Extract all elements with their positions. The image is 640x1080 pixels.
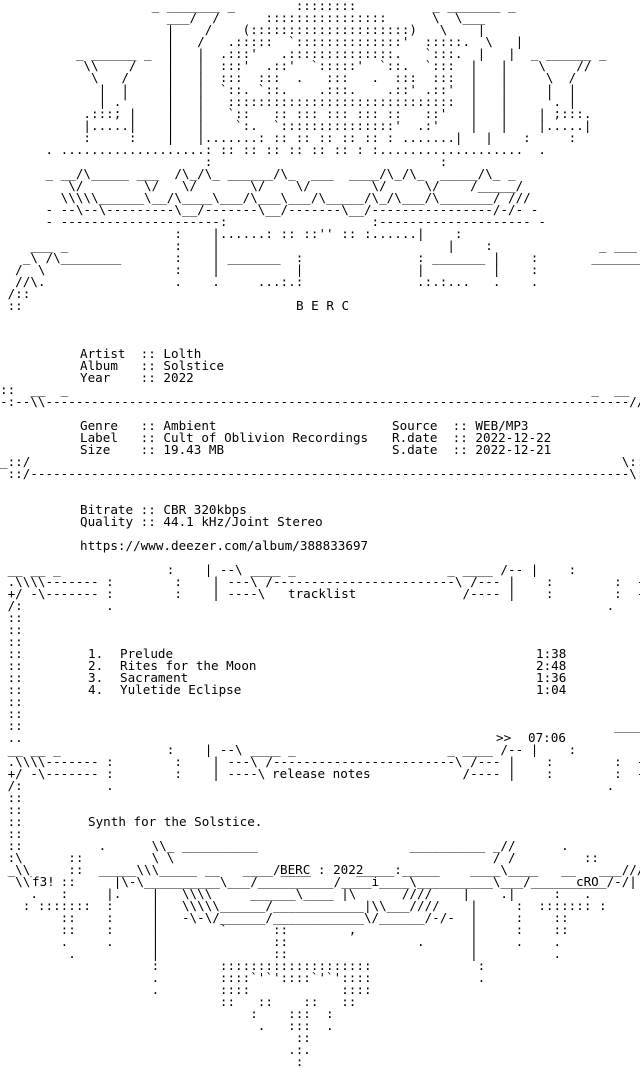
track-num: 1. xyxy=(88,646,104,661)
size-value: 19.43 MB xyxy=(163,442,225,457)
track-num: 2. xyxy=(88,658,104,673)
quality-label: Quality xyxy=(80,514,134,529)
label-row: Label :: Cult of Oblivion Recordings xyxy=(80,430,369,445)
genre-label: Genre xyxy=(80,418,118,433)
track-title: Prelude xyxy=(120,646,174,661)
separator: :: xyxy=(133,502,164,517)
track-time: 1:36 xyxy=(536,670,567,685)
artist-value: Lolth xyxy=(163,346,202,361)
footer-credit: BERC : 2022 xyxy=(280,862,364,877)
separator: :: xyxy=(117,430,164,445)
separator: :: xyxy=(117,418,164,433)
track-time: 1:38 xyxy=(536,646,567,661)
separator: :: xyxy=(110,370,164,385)
track-time: 1:04 xyxy=(536,682,567,697)
rdate-value: 2022-12-22 xyxy=(475,430,552,445)
year-value: 2022 xyxy=(163,370,194,385)
separator: :: xyxy=(133,514,164,529)
separator: :: xyxy=(117,358,164,373)
track-title: Yuletide Eclipse xyxy=(120,682,242,697)
separator: :: xyxy=(437,418,476,433)
artist-label: Artist xyxy=(80,346,126,361)
bitrate-value: CBR 320kbps xyxy=(163,502,247,517)
bitrate-label: Bitrate xyxy=(80,502,134,517)
separator: :: xyxy=(437,430,476,445)
tracklist-heading: tracklist xyxy=(288,586,357,601)
artist-row: Artist :: Lolth xyxy=(80,346,202,361)
album-value: Solstice xyxy=(163,358,225,373)
total-marker: >> xyxy=(496,730,512,745)
size-label: Size xyxy=(80,442,111,457)
track-num: 3. xyxy=(88,670,104,685)
year-row: Year :: 2022 xyxy=(80,370,194,385)
footer-left-tag: f3! xyxy=(32,874,55,889)
notes-frame-art: __ __ _ : | --\ ____ _ _ ____ /-- | : _ … xyxy=(7,744,640,840)
footer-right-tag: cRO xyxy=(576,874,599,889)
track-time: 2:48 xyxy=(536,658,567,673)
separator: :: xyxy=(110,442,164,457)
genre-row: Genre :: Ambient xyxy=(80,418,217,433)
quality-row: Quality :: 44.1 kHz/Joint Stereo xyxy=(80,514,323,529)
footer-art: :: . \\_ __________ __________ _// . :: … xyxy=(7,840,640,1069)
separator: :: xyxy=(437,442,476,457)
label-label: Label xyxy=(80,430,118,445)
notes-heading: release notes xyxy=(272,766,371,781)
group-logo-text: B E R C xyxy=(296,298,350,313)
track-title: Sacrament xyxy=(120,670,189,685)
separator: :: xyxy=(125,346,164,361)
skull-logo-art: _ _______ _ :::::::: _ _______ _ ___/ / … xyxy=(7,0,640,313)
album-label: Album xyxy=(80,358,118,373)
release-url[interactable]: https://www.deezer.com/album/388833697 xyxy=(80,538,369,553)
size-row: Size :: 19.43 MB xyxy=(80,442,225,457)
rdate-row: R.date :: 2022-12-22 xyxy=(392,430,552,445)
source-value: WEB/MP3 xyxy=(475,418,529,433)
notes-text: Synth for the Solstice. xyxy=(88,814,263,829)
tracklist-frame-art: __ __ _ : | --\ ____ _ _ ____ /-- | : _ … xyxy=(7,564,640,744)
track-num: 4. xyxy=(88,682,104,697)
track-title: Rites for the Moon xyxy=(120,658,257,673)
album-row: Album :: Solstice xyxy=(80,358,225,373)
year-label: Year xyxy=(80,370,111,385)
sdate-label: S.date xyxy=(392,442,438,457)
total-time: 07:06 xyxy=(528,730,566,745)
quality-value: 44.1 kHz/Joint Stereo xyxy=(163,514,323,529)
label-value: Cult of Oblivion Recordings xyxy=(163,430,369,445)
genre-value: Ambient xyxy=(163,418,217,433)
rdate-label: R.date xyxy=(392,430,438,445)
bitrate-row: Bitrate :: CBR 320kbps xyxy=(80,502,247,517)
divider-bottom-art: _::/ \::_ ::/---------------------------… xyxy=(0,456,640,480)
source-row: Source :: WEB/MP3 xyxy=(392,418,529,433)
divider-top-art: :: __ _ _ __ :: -:--\\------------------… xyxy=(0,384,640,408)
sdate-value: 2022-12-21 xyxy=(475,442,552,457)
source-label: Source xyxy=(392,418,438,433)
sdate-row: S.date :: 2022-12-21 xyxy=(392,442,552,457)
